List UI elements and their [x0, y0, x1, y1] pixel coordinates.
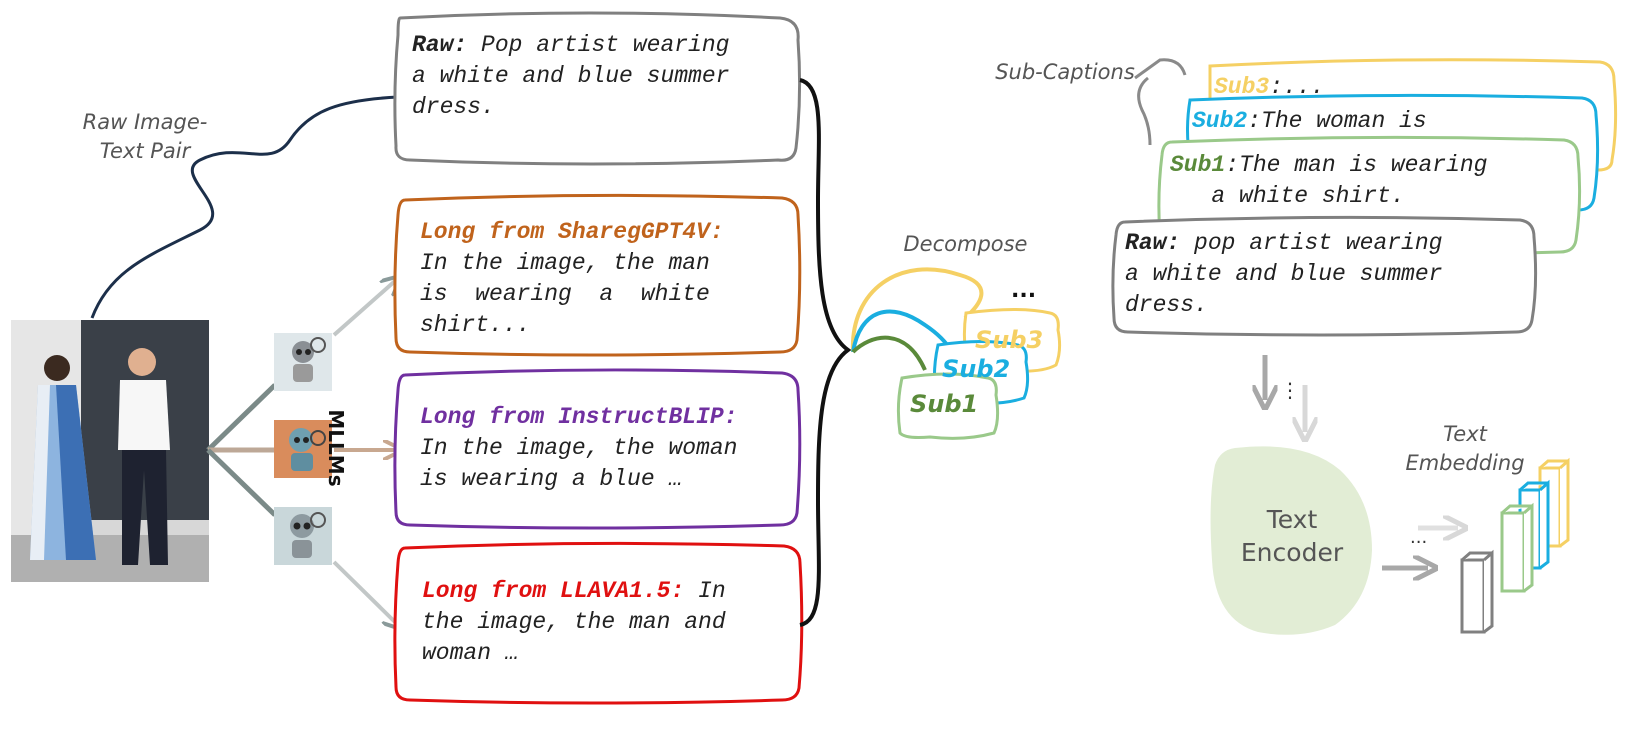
right-raw-title: Raw: — [1125, 230, 1181, 256]
embedding-bar-green — [1500, 502, 1534, 593]
sharegpt4v-caption: Long from SharegGPT4V: In the image, the… — [420, 217, 790, 341]
decompose-label: Decompose — [903, 232, 1028, 256]
right-sub2-text: :The woman is — [1247, 108, 1427, 134]
raw-image-text-pair-label: Raw Image- Text Pair — [82, 110, 208, 163]
llava-caption-box — [393, 541, 804, 705]
arrow-to-sharegpt4v — [332, 281, 395, 337]
embedding-bar-gray — [1460, 549, 1494, 634]
decompose-arc-yellow — [850, 267, 984, 353]
decompose-sub1-label: Sub1 — [910, 390, 979, 418]
branch-top — [206, 383, 277, 452]
right-vdots: ⋮ — [1280, 378, 1300, 402]
robot-icon-1 — [274, 333, 332, 391]
instructblip-caption-text: In the image, the woman is wearing a blu… — [420, 435, 738, 492]
curly-brace — [799, 78, 852, 627]
sharegpt4v-caption-box — [393, 193, 802, 357]
raw-caption-title: Raw: — [412, 32, 468, 58]
text-embedding-label: Text Embedding — [1405, 422, 1525, 475]
raw-caption-box — [393, 11, 802, 166]
sharegpt4v-caption-title: Long from SharegGPT4V: — [420, 219, 724, 245]
sharegpt4v-caption-text: In the image, the man is wearing a white… — [420, 250, 710, 338]
decompose-ellipsis: ... — [1011, 278, 1037, 303]
right-raw-caption: Raw: pop artist wearing a white and blue… — [1125, 228, 1525, 321]
right-sub3-text: :... — [1269, 74, 1325, 100]
text-encoder-shape — [1210, 446, 1372, 635]
sub-captions-label: Sub-Captions — [995, 60, 1135, 84]
right-sub1-caption: Sub1:The man is wearing a white shirt. — [1170, 150, 1570, 212]
raw-pair-connector — [90, 95, 399, 319]
decompose-sub3-label: Sub3 — [975, 326, 1044, 354]
decompose-arc-green — [851, 335, 927, 371]
right-sub1-text: :The man is wearing a white shirt. — [1211, 152, 1488, 209]
arrow-to-llava — [332, 560, 397, 624]
sub-captions-bracket — [1134, 58, 1187, 146]
robot-icon-2 — [274, 420, 332, 478]
robot-icon-3 — [274, 507, 332, 565]
instructblip-caption-box — [393, 368, 802, 530]
right-raw-text: pop artist wearing a white and blue summ… — [1125, 230, 1443, 318]
text-encoder-label: Text Encoder — [1240, 505, 1344, 567]
llava-caption-text: In the image, the man and woman … — [422, 578, 726, 666]
photo-image — [11, 320, 209, 582]
raw-caption: Raw: Pop artist wearing a white and blue… — [412, 30, 792, 123]
llava-caption: Long from LLAVA1.5: In the image, the ma… — [422, 576, 802, 669]
right-sub1-title: Sub1 — [1170, 152, 1226, 178]
right-sub2-title: Sub2 — [1192, 108, 1248, 134]
decompose-sub2-label: Sub2 — [942, 355, 1011, 383]
instructblip-caption-title: Long from InstructBLIP: — [420, 404, 738, 430]
sub1-card — [896, 372, 1000, 440]
right-sub3-title: Sub3 — [1214, 74, 1270, 100]
raw-caption-text: Pop artist wearing a white and blue summ… — [412, 32, 730, 120]
encoder-output-dots: ... — [1410, 527, 1428, 548]
llava-caption-title: Long from LLAVA1.5: — [422, 578, 685, 604]
branch-bottom — [206, 448, 277, 517]
mllms-label: MLLMs — [324, 409, 348, 487]
right-sub2-caption: Sub2:The woman is — [1192, 106, 1582, 137]
instructblip-caption: Long from InstructBLIP: In the image, th… — [420, 402, 795, 495]
right-raw-card — [1111, 215, 1538, 337]
right-sub3-caption: Sub3:... — [1214, 72, 1594, 103]
